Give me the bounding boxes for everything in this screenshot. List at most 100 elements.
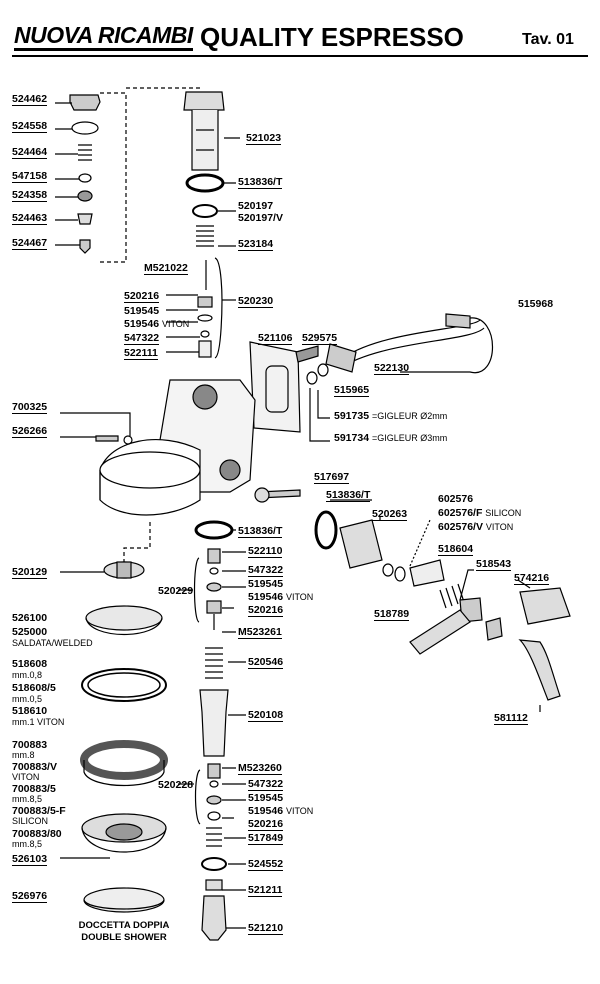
part-label-522110: 522110 [248, 545, 283, 558]
part-label-520546: 520546 [248, 656, 284, 669]
part-label-520216-c: 520216 [248, 818, 284, 831]
part-oring-c [314, 510, 338, 550]
part-label-574216: 574216 [514, 572, 550, 585]
part-label-581112: 581112 [494, 712, 528, 725]
part-label-513836T-low: 513836/T [238, 525, 283, 538]
part-label-602576F: 602576/F SILICON [438, 507, 522, 519]
part-seal [77, 190, 93, 202]
part-label-513836T-top: 513836/T [238, 176, 283, 189]
part-cap [69, 94, 101, 111]
part-label-525000: 525000 [12, 626, 48, 638]
part-label-517849: 517849 [248, 832, 284, 845]
part-fitting [183, 91, 225, 111]
part-label-700883-5: 700883/5 [12, 783, 56, 795]
part-label-547158: 547158 [12, 170, 48, 183]
part-label-M523261: M523261 [238, 626, 282, 639]
part-label-519546-b: 519546 VITON [248, 591, 314, 603]
part-label-519545-b: 519545 [248, 578, 284, 590]
part-note-518608-5: mm.0,5 [12, 694, 43, 704]
page-title: QUALITY ESPRESSO [200, 22, 464, 52]
part-gasket-ring [81, 668, 167, 702]
part-note-700883-80: mm.8,5 [12, 839, 43, 849]
part-label-521211: 521211 [248, 884, 283, 897]
part-label-524358: 524358 [12, 189, 48, 202]
part-label-521106: 521106 [258, 332, 293, 345]
part-label-521023: 521023 [246, 132, 282, 145]
part-washer [71, 121, 99, 135]
part-valve-body [339, 519, 383, 569]
part-label-520228: 520228 [158, 779, 194, 791]
part-pipe [339, 319, 485, 369]
part-label-520197: 520197 [238, 200, 274, 212]
part-label-602576: 602576 [438, 493, 474, 505]
part-label-602576V: 602576/V VITON [438, 521, 514, 533]
bracket-520228 [194, 769, 201, 825]
part-note-700883V: VITON [12, 772, 40, 782]
part-label-520216-b: 520216 [248, 604, 284, 617]
caption-double-shower-it: DOCCETTA DOPPIA [78, 920, 170, 931]
part-label-526266: 526266 [12, 425, 48, 438]
part-label-524463: 524463 [12, 212, 48, 225]
part-union [325, 343, 357, 373]
part-oring-a [185, 173, 225, 193]
part-label-520216-a: 520216 [124, 290, 160, 303]
part-label-517697: 517697 [314, 471, 350, 484]
part-label-524464: 524464 [12, 146, 48, 159]
part-label-591735: 591735 =GIGLEUR Ø2mm [334, 410, 448, 422]
part-label-M521022: M521022 [144, 262, 188, 275]
part-label-547322-b: 547322 [248, 564, 284, 577]
group-head-base [99, 451, 201, 489]
part-label-526976: 526976 [12, 890, 48, 903]
part-thick-gasket [80, 740, 168, 780]
part-handle-knob [409, 609, 471, 655]
part-label-526103: 526103 [12, 853, 48, 866]
bracket-520230 [214, 257, 223, 359]
part-label-519545-c: 519545 [248, 792, 284, 804]
part-label-700325: 700325 [12, 401, 48, 414]
bracket-520229 [193, 557, 200, 623]
part-label-529575: 529575 [302, 332, 338, 345]
part-label-700883-80: 700883/80 [12, 828, 62, 840]
part-label-519545-a: 519545 [124, 305, 160, 317]
part-oring-b [192, 204, 218, 218]
part-valve [77, 213, 93, 225]
part-label-518608: 518608 [12, 658, 48, 670]
part-gasket [249, 341, 301, 433]
dashed-bracket-left [100, 92, 127, 263]
part-label-M523260: M523260 [238, 762, 282, 775]
part-label-519546-a: 519546 VITON [124, 318, 190, 330]
part-ring [78, 173, 92, 183]
part-note-700883: mm.8 [12, 750, 35, 760]
part-note-518608: mm.0,8 [12, 670, 43, 680]
part-label-591734: 591734 =GIGLEUR Ø3mm [334, 432, 448, 444]
part-note-525000: SALDATA/WELDED [12, 638, 93, 648]
part-label-518610: 518610 [12, 705, 48, 717]
part-label-526100: 526100 [12, 612, 48, 624]
part-label-520263: 520263 [372, 508, 408, 521]
part-note-700883-5: mm.8,5 [12, 794, 43, 804]
part-label-513836T-mid: 513836/T [326, 489, 371, 502]
part-label-524558: 524558 [12, 120, 48, 133]
part-shower-holder [201, 895, 227, 941]
part-lever [518, 639, 561, 701]
part-label-700883V: 700883/V [12, 761, 57, 773]
part-label-524467: 524467 [12, 237, 48, 250]
part-note-700883-5F: SILICON [12, 816, 49, 826]
part-label-520108: 520108 [248, 709, 284, 722]
part-filter-basket [85, 605, 163, 631]
part-valve-cartridge [199, 689, 229, 757]
part-label-515968: 515968 [518, 298, 554, 310]
part-spring-small [78, 144, 92, 161]
part-label-700883-5F: 700883/5-F [12, 805, 66, 817]
part-label-520129: 520129 [12, 566, 48, 579]
part-label-547322-a: 547322 [124, 332, 160, 345]
brand-logo: NUOVA RICAMBI [14, 22, 193, 51]
part-spring-d [206, 827, 222, 847]
part-bolt [295, 345, 319, 363]
part-label-515965: 515965 [334, 384, 370, 397]
part-label-518789: 518789 [374, 608, 410, 621]
header-rule [12, 55, 588, 57]
part-label-518543: 518543 [476, 558, 512, 571]
part-label-524552: 524552 [248, 858, 284, 871]
